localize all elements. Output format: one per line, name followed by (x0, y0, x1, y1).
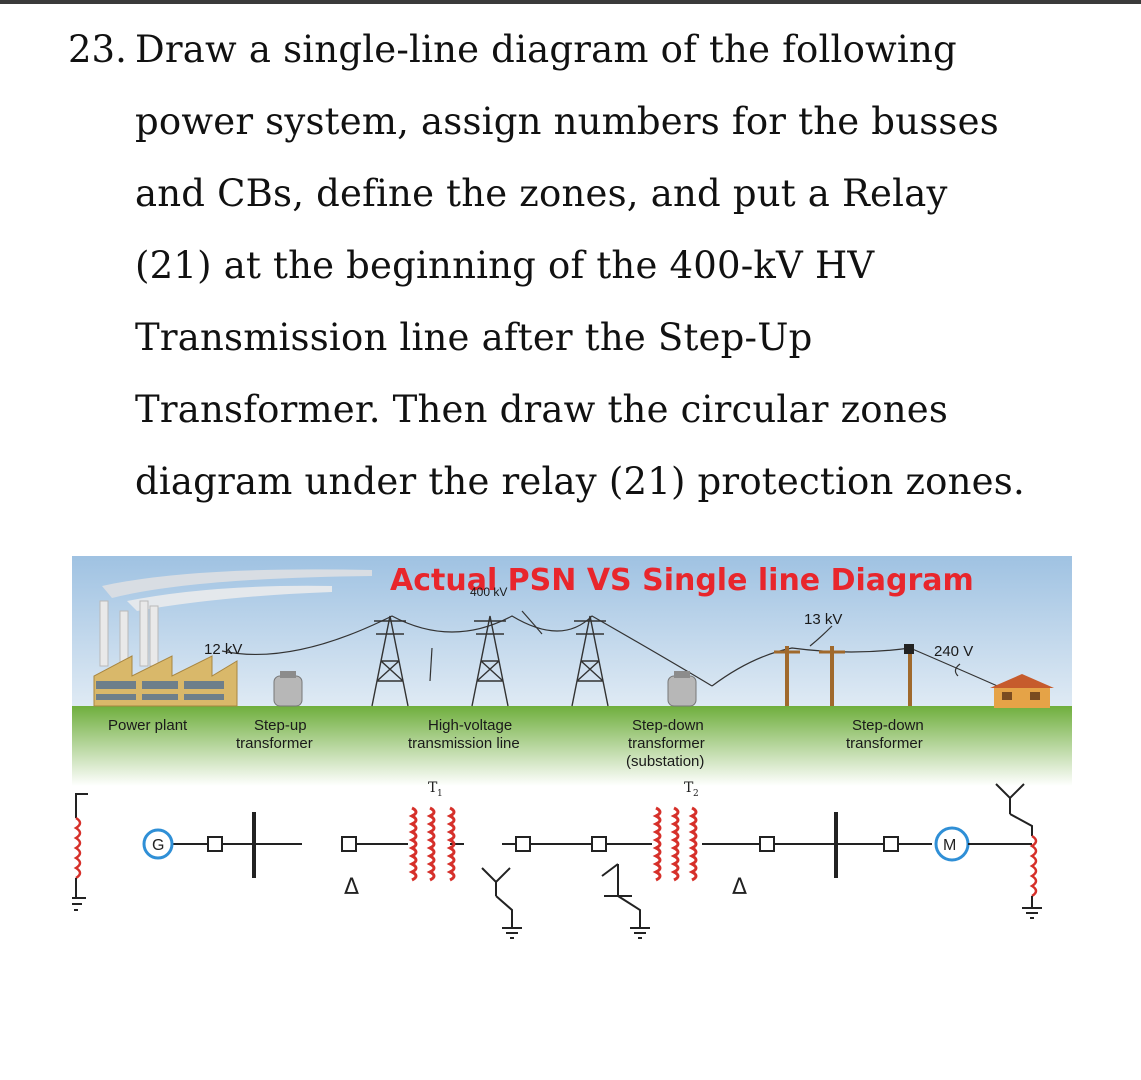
v240-pointer (954, 663, 961, 677)
kv400-pointer (521, 610, 543, 635)
distribution-wire (711, 647, 1003, 689)
generator-icon (142, 828, 174, 860)
distribution-pole-2 (819, 646, 845, 706)
delta-symbol-t2: Δ (732, 875, 747, 900)
ground-strip (72, 706, 1072, 786)
transmission-tower-3 (571, 615, 609, 707)
power-plant-icon (93, 600, 238, 707)
question-line-1: Draw a single-line diagram of the follow… (135, 28, 957, 71)
label-step-down-2: transformer (846, 735, 923, 752)
label-t2-sub: 2 (693, 789, 699, 799)
smoke-plume (102, 569, 372, 598)
question-text: 23. Draw a single-line diagram of the fo… (68, 28, 1025, 503)
label-step-up-1: Step-up (254, 717, 307, 734)
label-substation-3: (substation) (626, 753, 704, 770)
transformer-t1-windings (408, 806, 456, 882)
kv13-pointer (809, 625, 833, 647)
substation-transformer-icon (667, 671, 697, 707)
motor-label: M (943, 837, 956, 854)
label-substation-2: transformer (628, 735, 705, 752)
single-line-diagram (72, 793, 932, 911)
label-power-plant: Power plant (108, 717, 188, 734)
question-line-3: and CBs, define the zones, and put a Rel… (135, 172, 948, 215)
generator-label: G (152, 837, 164, 854)
figure-title: Actual PSN VS Single line Diagram (390, 563, 974, 598)
label-t1-sub: 1 (437, 789, 443, 799)
delta-symbol-t1: Δ (344, 875, 359, 900)
hv-line-pointer (429, 647, 433, 682)
motor-wye-ground (995, 783, 1042, 919)
top-border (0, 0, 1141, 4)
label-t1: T (428, 780, 438, 796)
figure-canvas: Actual PSN VS Single line Diagram 400 kV… (72, 556, 1072, 939)
label-12kv: 12 kV (204, 641, 242, 658)
label-step-down-1: Step-down (852, 717, 924, 734)
question-line-2: power system, assign numbers for the bus… (135, 100, 999, 143)
label-substation-1: Step-down (632, 717, 704, 734)
sky-background (72, 556, 1072, 706)
label-step-up-2: transformer (236, 735, 313, 752)
label-240v: 240 V (934, 643, 973, 660)
house-icon (990, 674, 1054, 708)
wye-ground-t2 (601, 863, 650, 939)
transmission-tower-1 (371, 615, 409, 707)
transmission-tower-2 (471, 615, 509, 707)
power-system-figure: Actual PSN VS Single line Diagram 400 kV… (72, 556, 1072, 976)
question-line-5: Transmission line after the Step-Up (135, 316, 813, 359)
transformer-t2-windings (652, 806, 698, 882)
label-hv-1: High-voltage (428, 717, 512, 734)
step-up-transformer-icon (273, 671, 303, 707)
distribution-pole-3 (904, 644, 914, 706)
label-t2: T (684, 780, 694, 796)
question-line-7: diagram under the relay (21) protection … (135, 460, 1025, 503)
label-13kv: 13 kV (804, 611, 842, 628)
smoke-plume-2 (127, 585, 332, 611)
label-hv-2: transmission line (408, 735, 520, 752)
wye-ground-t1 (481, 867, 522, 939)
question-line-6: Transformer. Then draw the circular zone… (135, 388, 949, 431)
distribution-pole-1 (774, 646, 800, 706)
question-number: 23. (68, 28, 127, 71)
question-line-4: (21) at the beginning of the 400-kV HV (135, 244, 875, 287)
label-400kv: 400 kV (470, 585, 507, 599)
